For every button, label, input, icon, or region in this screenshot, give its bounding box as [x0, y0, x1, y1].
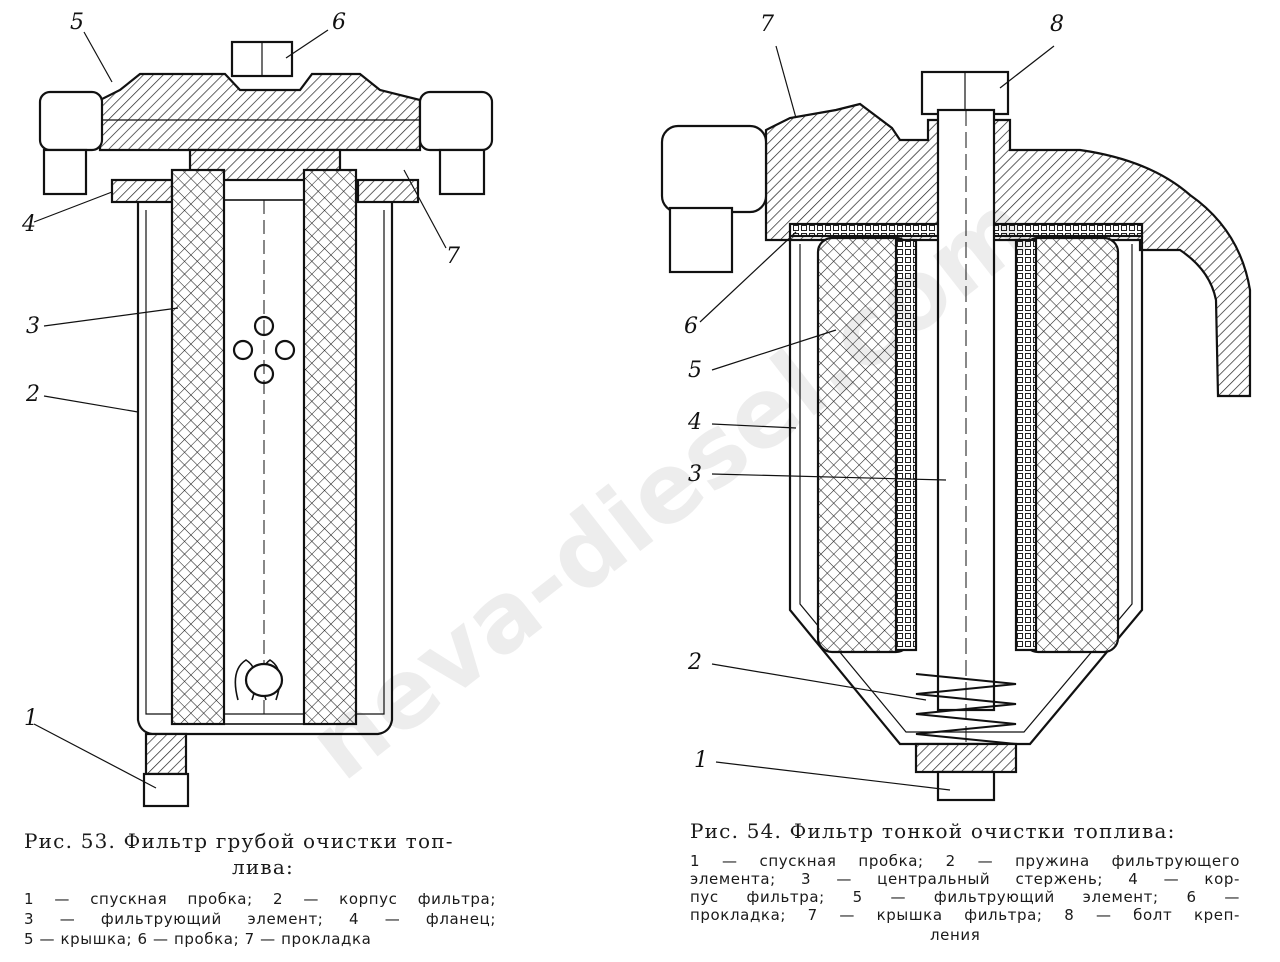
fig54-legend-line: 1 — спускная пробка; 2 — пружина фильтру… — [690, 852, 1240, 870]
fig54-caption-title: Рис. 54. Фильтр тонкой очистки топлива: — [690, 819, 1176, 843]
fig54-callout-1: 1 — [694, 748, 708, 773]
fig54-callout-4: 4 — [688, 410, 702, 435]
fig54-callout-6: 6 — [684, 314, 698, 339]
fig54-legend-line: пус фильтра; 5 — фильтрующий элемент; 6 … — [690, 888, 1240, 906]
figure-53-drawing — [33, 29, 494, 808]
fig54-legend-line: прокладка; 7 — крышка фильтра; 8 — болт … — [690, 906, 1240, 924]
fig54-legend-line: ления — [930, 926, 981, 944]
fig53-callout-3: 3 — [26, 314, 40, 339]
fig53-callout-6: 6 — [332, 10, 346, 35]
fig53-legend-line: 3 — фильтрующий элемент; 4 — фланец; — [24, 910, 496, 928]
fig54-legend-line: элемента; 3 — центральный стержень; 4 — … — [690, 870, 1240, 888]
fig53-legend-line: 5 — крышка; 6 — пробка; 7 — прокладка — [24, 930, 372, 948]
fig54-callout-2: 2 — [688, 650, 702, 675]
fig54-callout-8: 8 — [1050, 12, 1064, 37]
fig53-callout-5: 5 — [70, 10, 84, 35]
fig53-legend-line: 1 — спускная пробка; 2 — корпус фильтра; — [24, 890, 496, 908]
fig54-callout-7: 7 — [760, 12, 774, 37]
fig53-callout-2: 2 — [26, 382, 40, 407]
figure-54-drawing — [660, 45, 1252, 802]
fig53-callout-1: 1 — [24, 706, 38, 731]
fig54-callout-5: 5 — [688, 358, 702, 383]
fig53-caption-title-cont: лива: — [232, 855, 294, 879]
fig53-callout-4: 4 — [22, 212, 36, 237]
fig53-callout-7: 7 — [446, 244, 460, 269]
fig53-caption-title: Рис. 53. Фильтр грубой очистки топ- — [24, 829, 454, 853]
fig54-callout-3: 3 — [688, 462, 702, 487]
